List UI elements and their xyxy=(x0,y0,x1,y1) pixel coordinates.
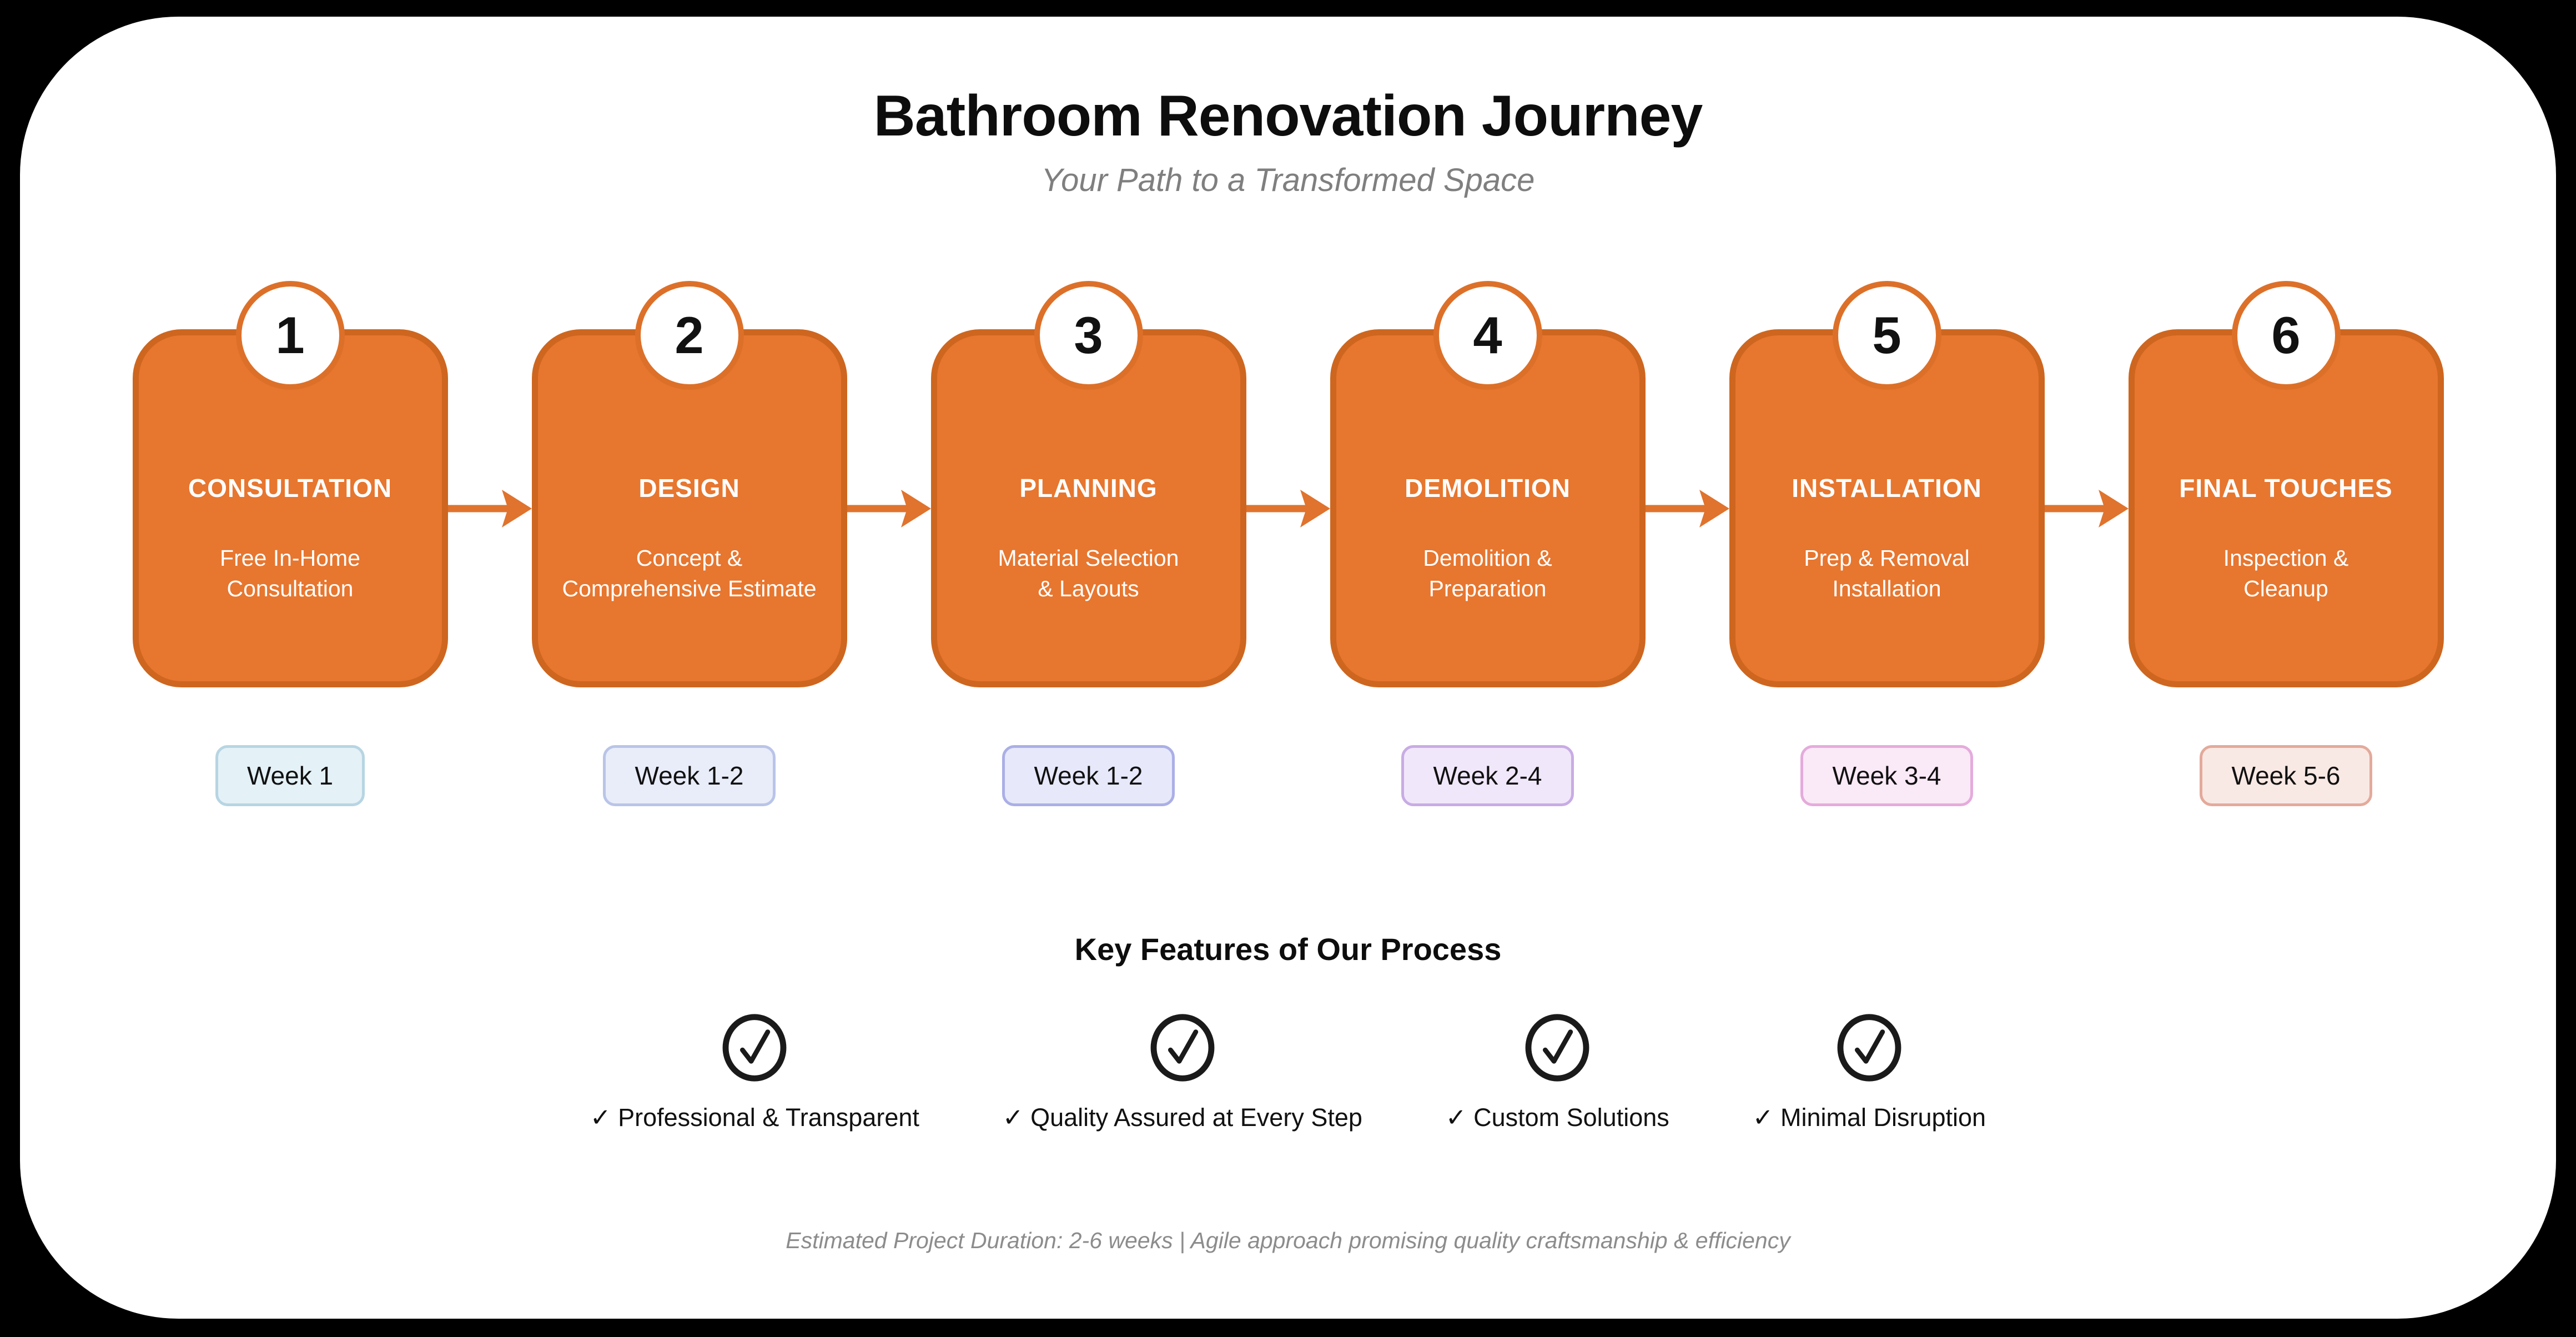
page-title: Bathroom Renovation Journey xyxy=(873,84,1703,148)
week-badge: Week 5-6 xyxy=(2200,745,2372,806)
step-number-badge: 2 xyxy=(635,281,744,390)
step-number: 3 xyxy=(1074,306,1103,364)
step-description: Material Selection & Layouts xyxy=(998,545,1179,602)
step-description: Inspection & Cleanup xyxy=(2223,545,2349,602)
week-badge: Week 2-4 xyxy=(1401,745,1574,806)
step-description: Prep & Removal Installation xyxy=(1804,545,1970,602)
step-number-badge: 6 xyxy=(2231,281,2341,390)
step-description: Demolition & Preparation xyxy=(1423,545,1552,602)
step-number-badge: 3 xyxy=(1034,281,1143,390)
feature-item: ✓ Minimal Disruption xyxy=(1753,1012,1986,1132)
step-card-planning: 3 PLANNING Material Selection & Layouts xyxy=(930,281,1246,687)
step-title: INSTALLATION xyxy=(1792,474,1982,502)
step-title: FINAL TOUCHES xyxy=(2179,474,2393,502)
step-card-design: 2 DESIGN Concept & Comprehensive Estimat… xyxy=(531,281,847,687)
page-subtitle: Your Path to a Transformed Space xyxy=(1041,162,1535,198)
feature-label: ✓ Custom Solutions xyxy=(1445,1103,1669,1132)
step-card-final-touches: 6 FINAL TOUCHES Inspection & Cleanup xyxy=(2128,281,2444,687)
step-number-badge: 1 xyxy=(235,281,345,390)
week-badge: Week 1-2 xyxy=(603,745,776,806)
step-number: 6 xyxy=(2271,306,2301,364)
step-description: Free In-Home Consultation xyxy=(220,545,360,602)
flow-arrow xyxy=(447,329,532,687)
step-title: CONSULTATION xyxy=(188,474,393,502)
flow-arrow xyxy=(1246,329,1330,687)
week-badge: Week 1-2 xyxy=(1002,745,1175,806)
check-circle-icon xyxy=(1837,1014,1901,1082)
features-heading: Key Features of Our Process xyxy=(1074,932,1502,967)
step-description: Concept & Comprehensive Estimate xyxy=(562,545,817,602)
week-badge-row: Week 1 Week 1-2 Week 1-2 Week 2-4 Week 3… xyxy=(20,745,2556,806)
feature-item: ✓ Professional & Transparent xyxy=(590,1012,919,1132)
check-circle-icon xyxy=(722,1014,787,1082)
flow-arrow xyxy=(847,329,931,687)
arrow-right-icon xyxy=(447,489,532,527)
arrow-right-icon xyxy=(1645,489,1729,527)
arrow-right-icon xyxy=(1246,489,1330,527)
arrow-right-icon xyxy=(2044,489,2129,527)
step-title: PLANNING xyxy=(1019,474,1158,502)
features-row: ✓ Professional & Transparent ✓ Quality A… xyxy=(20,1012,2556,1132)
infographic-canvas: Bathroom Renovation Journey Your Path to… xyxy=(20,17,2556,1319)
step-number-badge: 5 xyxy=(1832,281,1941,390)
step-card-demolition: 4 DEMOLITION Demolition & Preparation xyxy=(1330,281,1646,687)
feature-label: ✓ Professional & Transparent xyxy=(590,1103,919,1132)
step-number: 1 xyxy=(275,306,305,364)
flow-arrow xyxy=(1645,329,1729,687)
step-number: 2 xyxy=(675,306,704,364)
week-badge: Week 3-4 xyxy=(1800,745,1973,806)
check-circle-icon xyxy=(1150,1014,1215,1082)
step-number: 5 xyxy=(1872,306,1901,364)
feature-label: ✓ Quality Assured at Every Step xyxy=(1002,1103,1362,1132)
step-card-installation: 5 INSTALLATION Prep & Removal Installati… xyxy=(1729,281,2045,687)
footer-note: Estimated Project Duration: 2-6 weeks | … xyxy=(786,1228,1790,1253)
step-title: DESIGN xyxy=(638,474,740,502)
step-number: 4 xyxy=(1473,306,1502,364)
arrow-right-icon xyxy=(847,489,931,527)
feature-item: ✓ Quality Assured at Every Step xyxy=(1003,1012,1362,1132)
step-number-badge: 4 xyxy=(1433,281,1542,390)
flow-arrow xyxy=(2044,329,2129,687)
step-title: DEMOLITION xyxy=(1405,474,1571,502)
feature-label: ✓ Minimal Disruption xyxy=(1752,1103,1986,1132)
check-circle-icon xyxy=(1525,1014,1589,1082)
step-card-consultation: 1 CONSULTATION Free In-Home Consultation xyxy=(132,281,448,687)
feature-item: ✓ Custom Solutions xyxy=(1446,1012,1669,1132)
week-badge: Week 1 xyxy=(215,745,365,806)
process-flow: 1 CONSULTATION Free In-Home Consultation… xyxy=(20,281,2556,687)
